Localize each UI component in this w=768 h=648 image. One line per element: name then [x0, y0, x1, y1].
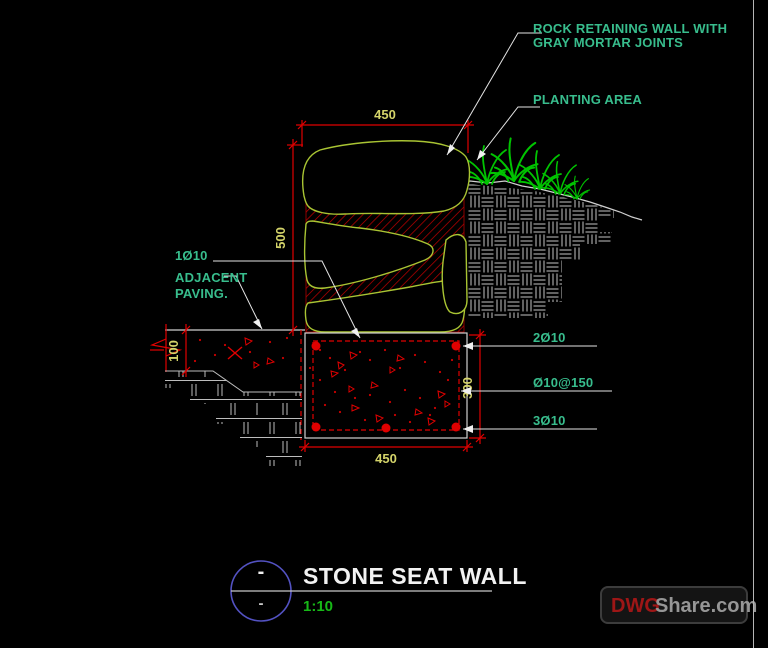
rock-wall-label-line2: GRAY MORTAR JOINTS: [533, 35, 683, 50]
stirrup-spacing-label: Ø10@150: [533, 375, 593, 390]
dimension-wall-height: 500: [273, 139, 303, 336]
dim-wall-height-text: 500: [273, 227, 288, 249]
dimension-wall-width-top: 450: [296, 107, 474, 153]
rock-middle: [303, 220, 434, 289]
dim-footing-depth-text: 300: [460, 377, 475, 399]
dim-paving-thickness-text: 100: [166, 340, 181, 362]
concrete-speckles: [308, 348, 454, 426]
callout-bottom-rebar: 3Ø10: [463, 413, 597, 433]
paving-speckles: [193, 336, 289, 369]
callout-rock-wall: ROCK RETAINING WALL WITH GRAY MORTAR JOI…: [446, 21, 727, 156]
rock-top: [302, 140, 471, 215]
title-block: - - STONE SEAT WALL 1:10: [230, 560, 527, 622]
rock-wall-label-line1: ROCK RETAINING WALL WITH: [533, 21, 727, 36]
rock-retaining-wall: [302, 140, 471, 333]
concrete-footing: [304, 332, 468, 439]
adjacent-paving-section: [149, 324, 305, 466]
dim-footing-width-bottom-text: 450: [375, 451, 397, 466]
detail-mark-bottom: -: [259, 595, 264, 612]
break-line-symbol: [149, 338, 183, 357]
callout-stirrup-spacing: Ø10@150: [461, 375, 612, 395]
drawing-title: STONE SEAT WALL: [303, 563, 527, 589]
stirrup-dashed: [312, 340, 460, 431]
dimension-paving-thickness: 100: [150, 324, 191, 377]
adjacent-paving-label-line2: PAVING.: [175, 286, 228, 301]
rebar-dots: [311, 341, 461, 433]
sub-base-hatch: [165, 371, 302, 466]
detail-mark-top: -: [258, 561, 265, 583]
footing-outline: [304, 332, 468, 439]
dowel-bar-label: 1Ø10: [175, 248, 208, 263]
top-rebar-label: 2Ø10: [533, 330, 566, 345]
callout-top-rebar: 2Ø10: [463, 330, 597, 350]
adjacent-paving-label-line1: ADJACENT: [175, 270, 247, 285]
rock-bottom: [304, 280, 466, 333]
dimension-footing-width-bottom: 450: [299, 440, 473, 466]
drawing-scale: 1:10: [303, 598, 333, 615]
watermark-suffix: Share.com: [655, 595, 757, 617]
planting-area-label: PLANTING AREA: [533, 92, 642, 107]
watermark-brand: DWG: [611, 595, 660, 617]
planting-soil-hatch: [455, 137, 643, 318]
paving-x-marker: [227, 346, 243, 360]
watermark-badge[interactable]: DWG Share.com: [600, 586, 757, 624]
dim-wall-width-top-text: 450: [374, 107, 396, 122]
dimension-footing-depth: 300: [460, 329, 486, 444]
sub-base-top-line: [165, 370, 302, 393]
callout-adjacent-paving: ADJACENT PAVING.: [175, 270, 263, 330]
callout-dowel-bar: 1Ø10: [175, 248, 361, 339]
bottom-rebar-label: 3Ø10: [533, 413, 566, 428]
callout-planting-area: PLANTING AREA: [476, 92, 642, 161]
rock-right: [441, 233, 468, 315]
